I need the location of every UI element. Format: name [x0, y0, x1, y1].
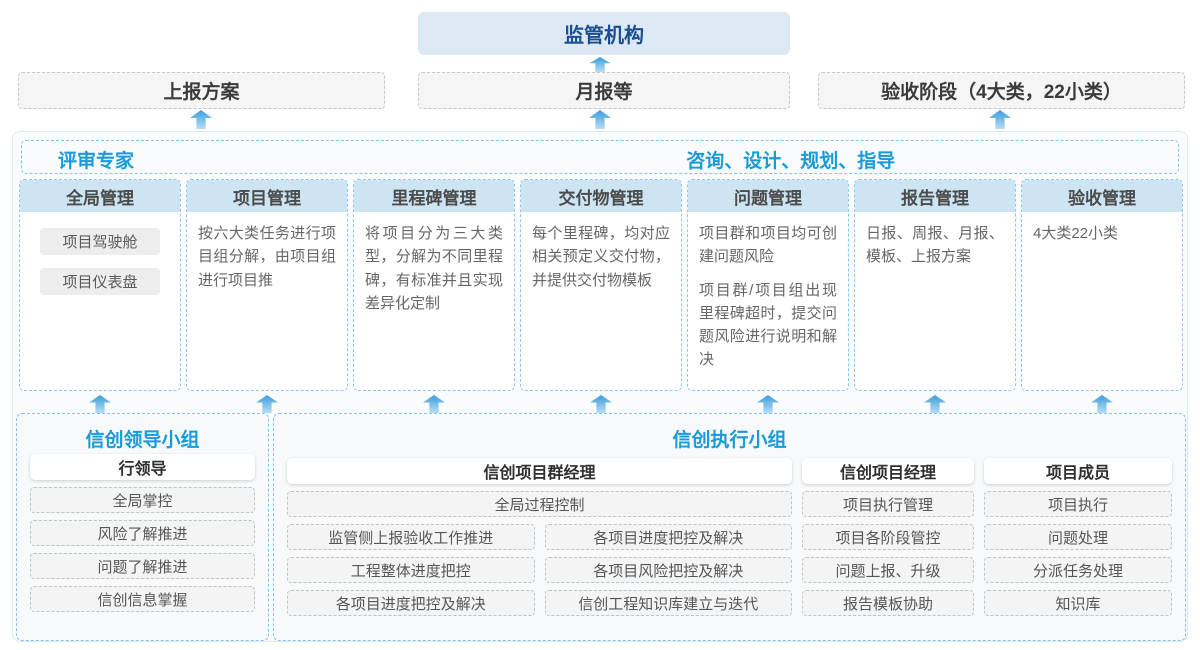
- column-deliverable-mgmt: 交付物管理 每个里程碑，均对应相关预定义交付物，并提供交付物模板: [520, 179, 682, 391]
- column-issue-mgmt: 问题管理 项目群和项目均可创建问题风险 项目群/项目组出现里程碑超时，提交问题风…: [687, 179, 849, 391]
- up-arrow-icon: [89, 395, 111, 413]
- report-monthly-label: 月报等: [575, 82, 633, 103]
- column-paragraph: 将项目分为三大类型，分解为不同里程碑，有标准并且实现差异化定制: [365, 225, 503, 312]
- project-manager-item: 项目各阶段管控: [802, 524, 974, 550]
- report-box-acceptance: 验收阶段（4大类，22小类）: [818, 72, 1185, 109]
- up-arrow-icon: [757, 395, 779, 413]
- up-arrow-icon: [1091, 395, 1113, 413]
- column-project-mgmt: 项目管理 按六大类任务进行项目组分解，由项目组进行项目推: [186, 179, 348, 391]
- regulator-box: 监管机构: [418, 12, 790, 55]
- leader-item: 信创信息掌握: [30, 586, 255, 612]
- column-acceptance-mgmt: 验收管理 4大类22小类: [1021, 179, 1183, 391]
- role-box-program-manager: 信创项目群经理: [287, 458, 792, 484]
- column-title: 报告管理: [855, 180, 1015, 212]
- member-item: 分派任务处理: [984, 557, 1172, 583]
- platform-container: 评审专家 咨询、设计、规划、指导 全局管理 项目驾驶舱 项目仪表盘 项目管理 按…: [12, 131, 1188, 642]
- project-manager-item: 项目执行管理: [802, 491, 974, 517]
- role-box-bank-leader: 行领导: [30, 454, 255, 480]
- up-arrow-icon: [589, 57, 611, 72]
- column-paragraph: 4大类22小类: [1033, 225, 1119, 242]
- project-manager-section: 信创项目经理 项目执行管理 项目各阶段管控 问题上报、升级 报告模板协助: [802, 458, 974, 616]
- column-item: 项目仪表盘: [40, 268, 160, 295]
- project-manager-item: 报告模板协助: [802, 590, 974, 616]
- column-title: 全局管理: [20, 180, 180, 212]
- column-paragraph: 日报、周报、月报、模板、上报方案: [866, 225, 1004, 266]
- column-milestone-mgmt: 里程碑管理 将项目分为三大类型，分解为不同里程碑，有标准并且实现差异化定制: [353, 179, 515, 391]
- up-arrow-icon: [924, 395, 946, 413]
- up-arrow-icon: [256, 395, 278, 413]
- member-section: 项目成员 项目执行 问题处理 分派任务处理 知识库: [984, 458, 1172, 616]
- report-plan-label: 上报方案: [163, 82, 240, 103]
- exec-group: 信创执行小组 信创项目群经理 全局过程控制 监管侧上报验收工作推进 各项目进度把…: [273, 413, 1186, 641]
- column-title: 问题管理: [688, 180, 848, 212]
- role-box-project-manager: 信创项目经理: [802, 458, 974, 484]
- column-paragraph: 每个里程碑，均对应相关预定义交付物，并提供交付物模板: [532, 225, 670, 289]
- column-item: 项目驾驶舱: [40, 228, 160, 255]
- management-columns: 全局管理 项目驾驶舱 项目仪表盘 项目管理 按六大类任务进行项目组分解，由项目组…: [19, 179, 1183, 391]
- exec-group-title: 信创执行小组: [672, 429, 787, 451]
- leader-item: 问题了解推进: [30, 553, 255, 579]
- leader-item: 风险了解推进: [30, 520, 255, 546]
- member-item: 问题处理: [984, 524, 1172, 550]
- regulator-label: 监管机构: [564, 25, 644, 47]
- role-box-member: 项目成员: [984, 458, 1172, 484]
- leader-group-title: 信创领导小组: [85, 429, 200, 451]
- report-box-monthly: 月报等: [418, 72, 790, 109]
- column-global-mgmt: 全局管理 项目驾驶舱 项目仪表盘: [19, 179, 181, 391]
- pm-item: 工程整体进度把控: [287, 557, 535, 583]
- pm-item: 信创工程知识库建立与迭代: [544, 590, 792, 616]
- pm-item: 监管侧上报验收工作推进: [287, 524, 535, 550]
- up-arrow-icon: [423, 395, 445, 413]
- experts-label: 评审专家: [58, 151, 135, 172]
- member-item: 知识库: [984, 590, 1172, 616]
- column-report-mgmt: 报告管理 日报、周报、月报、模板、上报方案: [854, 179, 1016, 391]
- report-acceptance-label: 验收阶段（4大类，22小类）: [881, 82, 1122, 103]
- pm-item: 各项目进度把控及解决: [544, 524, 792, 550]
- program-manager-section: 信创项目群经理 全局过程控制 监管侧上报验收工作推进 各项目进度把控及解决 工程…: [287, 458, 792, 616]
- pm-item: 各项目进度把控及解决: [287, 590, 535, 616]
- up-arrow-icon: [590, 395, 612, 413]
- column-paragraph: 项目群和项目均可创建问题风险: [699, 225, 837, 266]
- member-item: 项目执行: [984, 491, 1172, 517]
- leader-group: 信创领导小组 行领导 全局掌控 风险了解推进 问题了解推进 信创信息掌握: [16, 413, 269, 641]
- column-title: 项目管理: [187, 180, 347, 212]
- report-box-plan: 上报方案: [18, 72, 385, 109]
- up-arrow-icon: [589, 110, 611, 129]
- column-title: 里程碑管理: [354, 180, 514, 212]
- pm-item: 各项目风险把控及解决: [544, 557, 792, 583]
- up-arrow-icon: [989, 110, 1011, 129]
- project-manager-item: 问题上报、升级: [802, 557, 974, 583]
- consult-label: 咨询、设计、规划、指导: [686, 151, 896, 172]
- column-paragraph: 按六大类任务进行项目组分解，由项目组进行项目推: [198, 225, 336, 289]
- column-title: 交付物管理: [521, 180, 681, 212]
- platform-header: 评审专家 咨询、设计、规划、指导: [21, 140, 1179, 174]
- column-title: 验收管理: [1022, 180, 1182, 212]
- column-paragraph: 项目群/项目组出现里程碑超时，提交问题风险进行说明和解决: [699, 281, 837, 369]
- up-arrow-icon: [190, 110, 212, 129]
- leader-item: 全局掌控: [30, 487, 255, 513]
- pm-item-full: 全局过程控制: [287, 491, 792, 517]
